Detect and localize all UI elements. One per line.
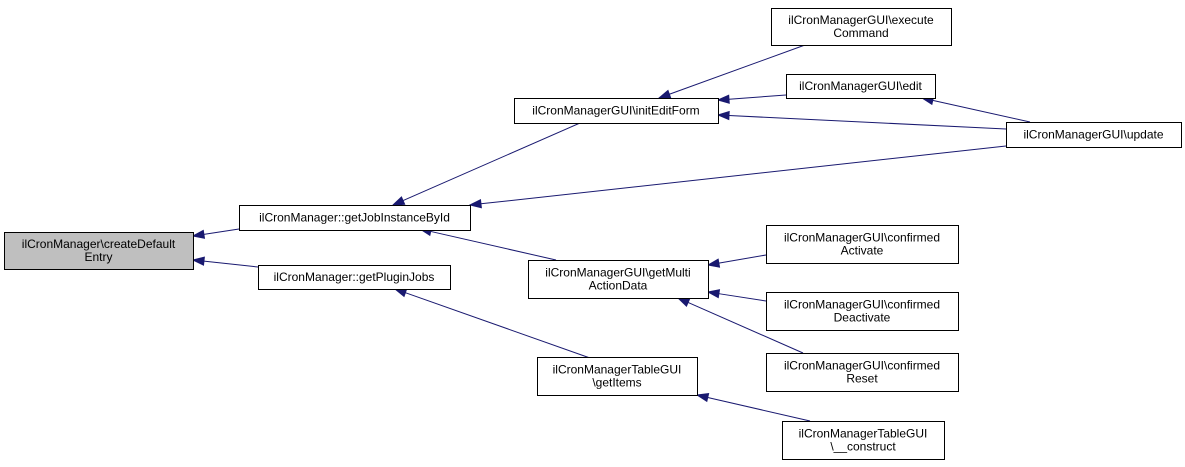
node-label: ilCronManagerGUI\confirmed bbox=[784, 231, 940, 245]
edge-line bbox=[707, 396, 811, 422]
edge-line bbox=[402, 122, 581, 202]
node-label: Entry bbox=[84, 250, 112, 264]
node-tblGI[interactable]: ilCronManagerTableGUI\getItems bbox=[537, 357, 698, 396]
call-edge bbox=[920, 95, 1031, 123]
edge-line bbox=[687, 301, 804, 354]
edge-line bbox=[203, 260, 259, 268]
node-box[interactable] bbox=[514, 98, 719, 124]
node-label: Command bbox=[833, 26, 888, 40]
node-label: ilCronManagerTableGUI bbox=[553, 363, 682, 377]
call-edge bbox=[468, 145, 1007, 209]
edge-line bbox=[405, 292, 591, 359]
arrowhead-icon bbox=[706, 258, 721, 268]
edge-line bbox=[932, 99, 1031, 123]
node-label: ilCronManager\createDefault bbox=[22, 237, 176, 251]
edge-line bbox=[203, 228, 240, 235]
node-box[interactable] bbox=[786, 74, 936, 99]
node-box[interactable] bbox=[239, 205, 471, 231]
node-label: ilCronManagerGUI\initEditForm bbox=[532, 104, 699, 118]
node-box[interactable] bbox=[1006, 122, 1182, 148]
arrowhead-icon bbox=[468, 199, 482, 209]
node-label: \__construct bbox=[830, 440, 896, 454]
node-getJob[interactable]: ilCronManager::getJobInstanceById bbox=[239, 205, 471, 231]
node-label: Deactivate bbox=[834, 311, 891, 325]
edge-layer bbox=[191, 44, 1031, 422]
edge-line bbox=[480, 145, 1007, 205]
edge-line bbox=[718, 293, 767, 302]
node-box[interactable] bbox=[766, 353, 959, 392]
node-label: ilCronManagerGUI\edit bbox=[799, 79, 922, 93]
node-label: \getItems bbox=[592, 376, 641, 390]
arrowhead-icon bbox=[393, 288, 408, 298]
call-edge bbox=[418, 226, 557, 261]
node-edit[interactable]: ilCronManagerGUI\edit bbox=[786, 74, 936, 99]
call-edge bbox=[716, 94, 787, 104]
node-label: ilCronManagerGUI\confirmed bbox=[784, 298, 940, 312]
node-label: ilCronManager::getPluginJobs bbox=[274, 270, 435, 284]
arrowhead-icon bbox=[191, 229, 206, 239]
call-edge bbox=[191, 256, 259, 268]
node-box[interactable] bbox=[782, 421, 945, 460]
node-label: ilCronManagerGUI\confirmed bbox=[784, 359, 940, 373]
arrowhead-icon bbox=[657, 89, 672, 99]
arrowhead-icon bbox=[706, 289, 721, 299]
edge-line bbox=[718, 254, 767, 264]
call-edge bbox=[695, 392, 811, 422]
call-edge bbox=[706, 254, 767, 268]
node-upd[interactable]: ilCronManagerGUI\update bbox=[1006, 122, 1182, 148]
node-label: Reset bbox=[846, 372, 878, 386]
node-initEF[interactable]: ilCronManagerGUI\initEditForm bbox=[514, 98, 719, 124]
node-box[interactable] bbox=[537, 357, 698, 396]
node-box[interactable] bbox=[528, 260, 709, 299]
call-edge bbox=[706, 289, 767, 302]
node-label: Activate bbox=[841, 244, 884, 258]
call-edge bbox=[191, 228, 240, 239]
node-layer: ilCronManager\createDefaultEntryilCronMa… bbox=[4, 8, 1182, 460]
arrowhead-icon bbox=[716, 94, 730, 104]
node-label: ilCronManagerGUI\getMulti bbox=[545, 266, 690, 280]
node-box[interactable] bbox=[4, 232, 194, 270]
node-box[interactable] bbox=[766, 225, 959, 264]
call-edge bbox=[716, 110, 1007, 130]
node-box[interactable] bbox=[258, 265, 451, 290]
node-box[interactable] bbox=[766, 292, 959, 331]
node-tblCon[interactable]: ilCronManagerTableGUI\__construct bbox=[782, 421, 945, 460]
edge-line bbox=[669, 44, 806, 95]
arrowhead-icon bbox=[676, 297, 691, 307]
node-label: ilCronManagerTableGUI bbox=[799, 427, 928, 441]
node-label: ActionData bbox=[589, 279, 648, 293]
node-box[interactable] bbox=[771, 8, 952, 46]
call-edge bbox=[393, 288, 591, 359]
edge-line bbox=[430, 230, 557, 261]
arrowhead-icon bbox=[391, 196, 406, 206]
call-edge bbox=[657, 44, 806, 99]
node-getPlg[interactable]: ilCronManager::getPluginJobs bbox=[258, 265, 451, 290]
edge-line bbox=[728, 115, 1007, 130]
node-label: ilCronManagerGUI\execute bbox=[788, 13, 934, 27]
node-label: ilCronManager::getJobInstanceById bbox=[259, 211, 450, 225]
arrowhead-icon bbox=[191, 256, 205, 266]
call-edge bbox=[391, 122, 581, 206]
arrowhead-icon bbox=[716, 110, 730, 121]
arrowhead-icon bbox=[695, 392, 710, 403]
node-label: ilCronManagerGUI\update bbox=[1023, 128, 1163, 142]
edge-line bbox=[728, 94, 787, 100]
